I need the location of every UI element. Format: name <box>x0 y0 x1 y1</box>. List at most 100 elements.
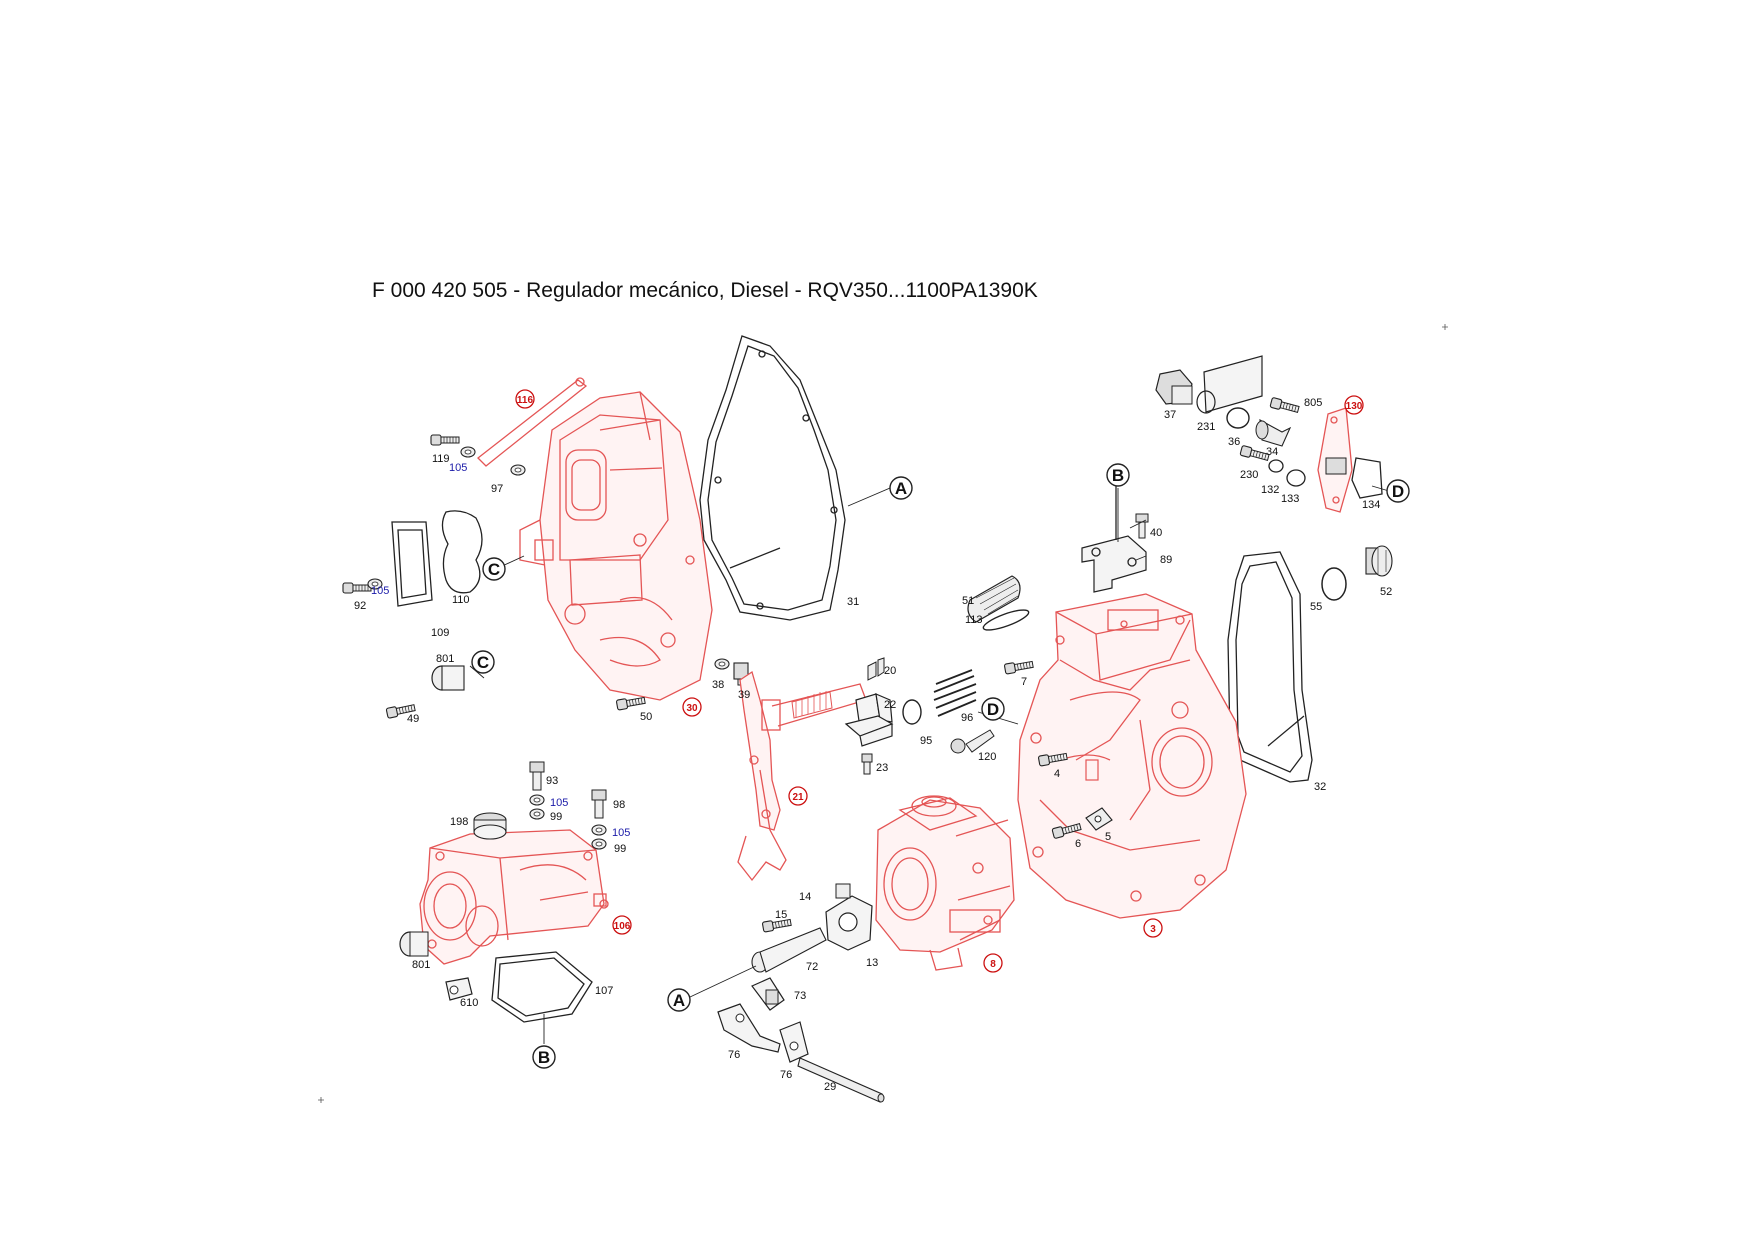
svg-text:B: B <box>1112 466 1124 485</box>
label-110: 110 <box>452 594 470 606</box>
label-610: 610 <box>460 997 478 1009</box>
label-231: 231 <box>1197 421 1215 433</box>
washer-99a <box>529 808 545 820</box>
gasket-107 <box>491 951 593 1023</box>
label-23: 23 <box>876 762 888 774</box>
part-labels: 119 105 97 92 105 110 109 801 49 50 38 3… <box>354 397 1392 1093</box>
label-801: 801 <box>412 959 430 971</box>
ref-marker-a1: A <box>889 476 913 500</box>
svg-text:30: 30 <box>686 703 698 714</box>
lever-73 <box>751 977 785 1011</box>
svg-text:B: B <box>538 1048 550 1067</box>
gasket-109 <box>391 521 433 607</box>
label-105: 105 <box>449 462 467 474</box>
washer-97 <box>510 464 526 476</box>
badge-21: 21 <box>788 786 808 806</box>
label-15: 15 <box>775 909 787 921</box>
bolt-92 <box>342 582 372 594</box>
ring-55 <box>1321 567 1347 601</box>
label-107: 107 <box>595 985 613 997</box>
bracket-116 <box>477 377 588 467</box>
pin-14 <box>835 883 851 899</box>
label-120: 120 <box>978 751 996 763</box>
label-39: 39 <box>738 689 750 701</box>
badge-130: 130 <box>1344 395 1364 415</box>
ref-marker-d2: D <box>981 697 1005 721</box>
bracket-23 <box>844 715 894 775</box>
label-34: 34 <box>1266 446 1278 458</box>
washer-5 <box>1085 807 1113 831</box>
pin-120 <box>950 729 995 754</box>
label-230: 230 <box>1240 469 1258 481</box>
label-38: 38 <box>712 679 724 691</box>
label-73: 73 <box>794 990 806 1002</box>
label-801: 801 <box>436 653 454 665</box>
label-72: 72 <box>806 961 818 973</box>
spring-96 <box>933 669 977 717</box>
ref-marker-a2: A <box>667 988 691 1012</box>
washer-105d <box>591 824 607 836</box>
tab-610 <box>445 977 473 1001</box>
diagram-title: F 000 420 505 - Regulador mecánico, Dies… <box>372 279 1038 302</box>
label-99: 99 <box>550 811 562 823</box>
shaft-72 <box>751 927 827 973</box>
label-98: 98 <box>613 799 625 811</box>
ref-marker-c1: C <box>482 557 506 581</box>
lever-76b <box>779 1021 809 1063</box>
badge-8: 8 <box>983 953 1003 973</box>
label-50: 50 <box>640 711 652 723</box>
svg-text:21: 21 <box>792 792 804 803</box>
label-96: 96 <box>961 712 973 724</box>
badge-3: 3 <box>1143 918 1163 938</box>
label-105: 105 <box>612 827 630 839</box>
svg-text:A: A <box>673 991 685 1010</box>
plug-52 <box>1365 545 1393 577</box>
filter-51 <box>967 575 1021 623</box>
plate-130 <box>1317 407 1353 513</box>
svg-text:D: D <box>987 700 999 719</box>
housing-3 <box>1017 593 1247 919</box>
label-113: 113 <box>965 614 983 626</box>
label-36: 36 <box>1228 436 1240 448</box>
registration-mark <box>1442 324 1448 330</box>
label-95: 95 <box>920 735 932 747</box>
bolt-7 <box>1003 658 1035 675</box>
cam-13 <box>825 895 873 951</box>
label-76: 76 <box>728 1049 740 1061</box>
label-109: 109 <box>431 627 449 639</box>
lever-21 <box>737 670 867 882</box>
lever-76a <box>717 1003 781 1053</box>
svg-text:106: 106 <box>614 921 631 932</box>
badge-106: 106 <box>612 915 632 935</box>
svg-text:C: C <box>477 653 489 672</box>
label-89: 89 <box>1160 554 1172 566</box>
label-6: 6 <box>1075 838 1081 850</box>
svg-text:3: 3 <box>1150 924 1156 935</box>
label-93: 93 <box>546 775 558 787</box>
cap-198 <box>473 812 507 840</box>
label-52: 52 <box>1380 586 1392 598</box>
label-31: 31 <box>847 596 859 608</box>
label-20: 20 <box>884 665 896 677</box>
gasket-110 <box>441 510 483 594</box>
bolt-93 <box>529 761 545 791</box>
bracket-89 <box>1081 480 1147 593</box>
gasket-31 <box>699 335 846 621</box>
plug-37 <box>1155 369 1193 405</box>
label-51: 51 <box>962 595 974 607</box>
label-40: 40 <box>1150 527 1162 539</box>
ring-132 <box>1268 459 1284 473</box>
seal-134 <box>1351 457 1383 499</box>
label-32: 32 <box>1314 781 1326 793</box>
label-29: 29 <box>824 1081 836 1093</box>
gasket-32 <box>1227 551 1313 783</box>
label-92: 92 <box>354 600 366 612</box>
label-134: 134 <box>1362 499 1380 511</box>
washer-105c <box>529 794 545 806</box>
washer-99b <box>591 838 607 850</box>
svg-text:C: C <box>488 560 500 579</box>
label-76: 76 <box>780 1069 792 1081</box>
ref-marker-c2: C <box>471 650 495 674</box>
housing-106 <box>419 829 609 965</box>
sleeve-801 <box>431 665 465 691</box>
